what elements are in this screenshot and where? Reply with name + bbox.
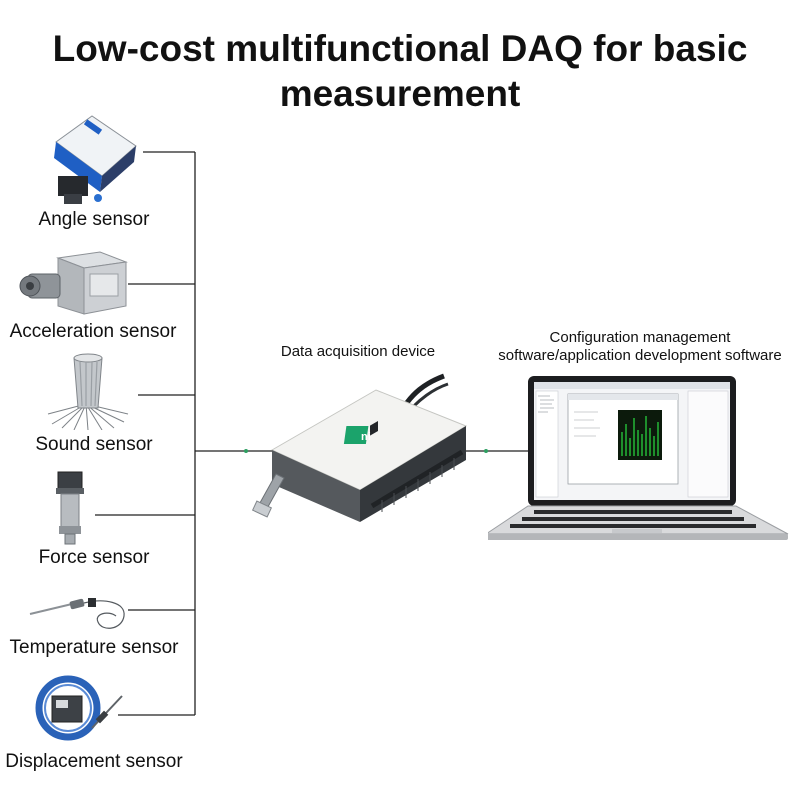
sensor-label-acceleration: Acceleration sensor bbox=[9, 321, 177, 342]
sound-sensor-icon bbox=[47, 353, 129, 430]
scope-signal bbox=[621, 416, 659, 456]
sensor-label-angle: Angle sensor bbox=[38, 209, 150, 230]
displacement-sensor-icon bbox=[35, 675, 123, 741]
daq-label: Data acquisition device bbox=[280, 343, 436, 360]
daq-device-icon: ni bbox=[251, 373, 468, 522]
software-label-line2: software/application development softwar… bbox=[498, 347, 782, 364]
page-title: Low-cost multifunctional DAQ for basic m… bbox=[52, 28, 748, 114]
temperature-sensor-icon bbox=[29, 598, 125, 629]
connector-dot-right bbox=[484, 449, 488, 453]
laptop-icon bbox=[488, 376, 789, 540]
sensor-label-sound: Sound sensor bbox=[35, 434, 153, 455]
daq-logo: ni bbox=[361, 431, 371, 443]
sensor-label-displacement: Displacement sensor bbox=[5, 751, 183, 772]
sensor-label-force: Force sensor bbox=[38, 547, 150, 568]
software-label-line1: Configuration management bbox=[549, 329, 731, 346]
connector-dot-left bbox=[244, 449, 248, 453]
sensor-label-temperature: Temperature sensor bbox=[9, 637, 179, 658]
force-sensor-icon bbox=[56, 471, 84, 545]
acceleration-sensor-icon bbox=[19, 251, 128, 315]
angle-sensor-icon bbox=[54, 115, 137, 204]
